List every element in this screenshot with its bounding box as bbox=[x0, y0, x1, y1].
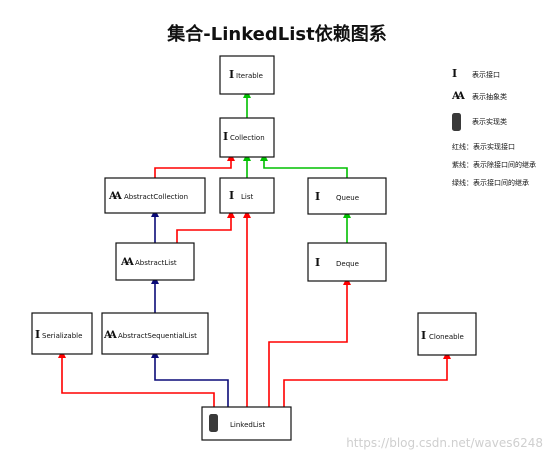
abstract-icon: A bbox=[120, 257, 129, 268]
abstract-icon: A bbox=[103, 330, 112, 341]
abstract-icon: A bbox=[456, 91, 465, 102]
legend-purple-line: 紫线：表示除接口间的继承 bbox=[452, 160, 536, 169]
legend-interface-item: I 表示接口 bbox=[452, 67, 500, 80]
node-abstractsequentiallist[interactable]: A A AbstractSequentialList bbox=[101, 312, 209, 355]
node-list[interactable]: I List bbox=[219, 177, 275, 214]
node-label-collection: Collection bbox=[230, 134, 265, 142]
interface-icon: I bbox=[315, 190, 320, 203]
interface-icon: I bbox=[315, 256, 320, 269]
legend-abstract-item: A A 表示抽象类 bbox=[451, 91, 507, 102]
edge-linkedlist-to-deque bbox=[268, 277, 351, 407]
legend-red-line: 红线：表示实现接口 bbox=[452, 142, 515, 151]
abstract-icon: A bbox=[451, 91, 460, 102]
node-label-abstractlist: AbstractList bbox=[135, 259, 177, 267]
abstract-icon: A bbox=[113, 191, 122, 202]
node-abstractlist[interactable]: A A AbstractList bbox=[115, 242, 195, 281]
node-collection[interactable]: I Collection bbox=[219, 117, 275, 158]
interface-icon: I bbox=[223, 130, 228, 143]
interface-icon: I bbox=[452, 67, 457, 80]
watermark: https://blog.csdn.net/waves6248 bbox=[346, 436, 543, 450]
node-label-deque: Deque bbox=[336, 260, 359, 268]
abstract-icon: A bbox=[108, 330, 117, 341]
interface-icon: I bbox=[421, 329, 426, 342]
node-serializable[interactable]: I Serializable bbox=[31, 312, 93, 355]
node-label-abstractcollection: AbstractCollection bbox=[124, 193, 188, 201]
node-label-queue: Queue bbox=[336, 194, 359, 202]
node-label-linkedlist: LinkedList bbox=[230, 421, 265, 429]
node-label-cloneable: Cloneable bbox=[429, 333, 464, 341]
node-iterable[interactable]: I Iterable bbox=[219, 55, 275, 95]
node-cloneable[interactable]: I Cloneable bbox=[417, 312, 477, 356]
edge-queue-to-collection bbox=[260, 153, 348, 178]
node-label-abstractsequentiallist: AbstractSequentialList bbox=[118, 332, 197, 340]
edge-abstractcollection-to-collection bbox=[154, 153, 235, 178]
node-linkedlist[interactable]: LinkedList bbox=[201, 406, 292, 441]
class-icon bbox=[452, 113, 461, 131]
interface-icon: I bbox=[35, 328, 40, 341]
node-abstractcollection[interactable]: A A AbstractCollection bbox=[104, 177, 206, 214]
node-deque[interactable]: I Deque bbox=[307, 242, 387, 282]
class-icon bbox=[209, 414, 218, 432]
page-title: 集合-LinkedList依赖图系 bbox=[166, 23, 386, 45]
edge-linkedlist-to-serializable bbox=[58, 350, 215, 407]
abstract-icon: A bbox=[108, 191, 117, 202]
node-queue[interactable]: I Queue bbox=[307, 177, 387, 215]
abstract-icon: A bbox=[125, 257, 134, 268]
edge-abstractlist-to-list bbox=[176, 210, 235, 243]
node-label-list: List bbox=[241, 193, 253, 201]
legend-abstract-label: 表示抽象类 bbox=[472, 92, 507, 101]
node-label-serializable: Serializable bbox=[42, 332, 82, 340]
legend-green-line: 绿线：表示接口间的继承 bbox=[452, 178, 529, 187]
node-label-iterable: Iterable bbox=[236, 72, 263, 80]
edge-linkedlist-to-abstractsequentiallist bbox=[151, 350, 229, 407]
legend-class-item: 表示实现类 bbox=[452, 113, 507, 131]
nodes-layer: I Iterable I Collection A A AbstractColl… bbox=[31, 55, 477, 441]
legend-interface-label: 表示接口 bbox=[472, 70, 500, 79]
edge-linkedlist-to-cloneable bbox=[283, 351, 451, 407]
interface-icon: I bbox=[229, 189, 234, 202]
interface-icon: I bbox=[229, 68, 234, 81]
legend: I 表示接口 A A 表示抽象类 表示实现类 红线：表示实现接口 紫线：表示除接… bbox=[451, 67, 536, 187]
legend-class-label: 表示实现类 bbox=[472, 117, 507, 126]
edges-layer bbox=[58, 90, 451, 407]
